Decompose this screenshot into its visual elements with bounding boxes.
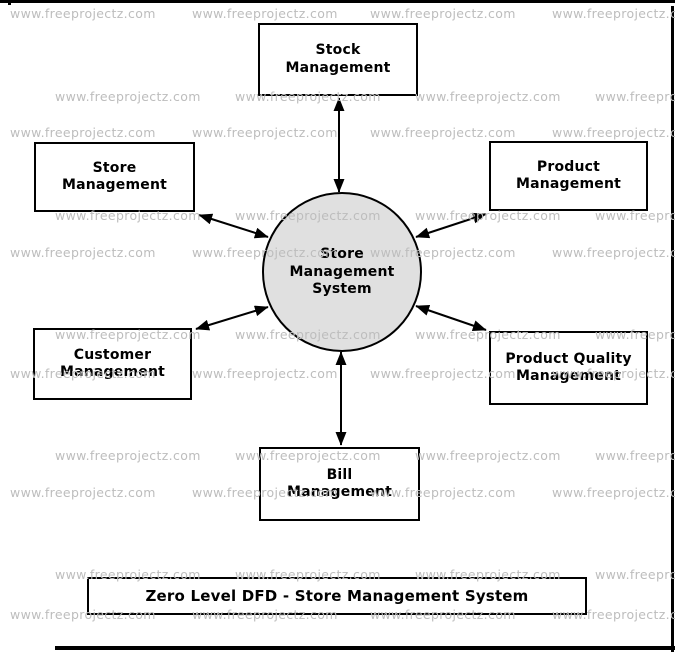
entity-label: Stock Management (285, 42, 391, 76)
entity-label: Bill Management (286, 466, 393, 501)
entity-label: Product Management (515, 158, 622, 193)
entity-label: Customer Management (59, 346, 166, 381)
diagram-title: Zero Level DFD - Store Management System (145, 587, 529, 605)
process-circle (262, 192, 422, 352)
entity-bill-management: Bill Management (259, 447, 420, 521)
entity-label: Product Quality Management (505, 350, 632, 385)
entity-store-management: Store Management (34, 142, 195, 212)
arrow-product (415, 212, 487, 239)
arrow-customer (195, 305, 269, 331)
entity-product-quality-management: Product Quality Management (489, 331, 648, 405)
process-store-management-system: Store Management System (289, 246, 395, 297)
frame-border-bottom (55, 646, 675, 650)
frame-corner-tick (8, 0, 11, 5)
arrow-quality (415, 305, 487, 331)
entity-customer-management: Customer Management (33, 328, 192, 400)
frame-border-top (0, 0, 675, 3)
frame-border-right (671, 6, 674, 652)
entity-label: Store Management (61, 159, 168, 194)
entity-stock-management: Stock Management (258, 23, 418, 96)
arrow-store (198, 213, 269, 239)
entity-product-management: Product Management (489, 141, 648, 211)
diagram-title-box: Zero Level DFD - Store Management System (87, 577, 587, 615)
